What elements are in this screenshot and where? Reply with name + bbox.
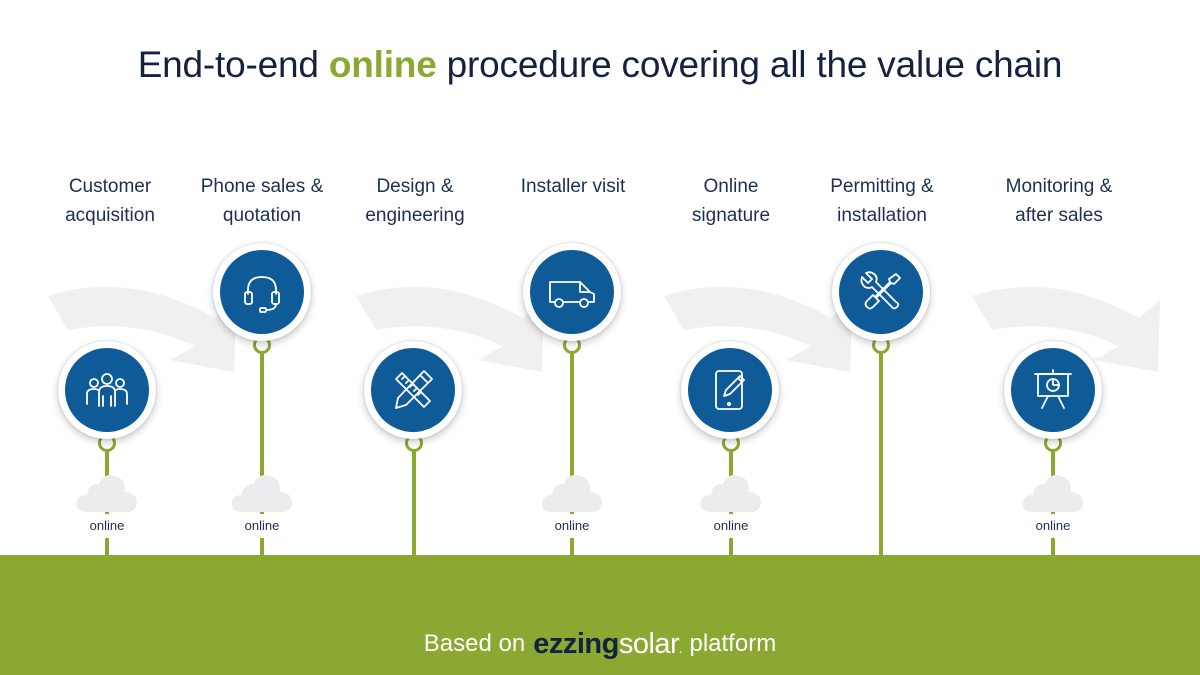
- step-badge-permitting-installation: [832, 243, 930, 341]
- step-label-phone-sales: Phone sales &quotation: [200, 176, 324, 226]
- timeline-stem-3: [412, 444, 416, 556]
- online-label: online: [75, 514, 139, 538]
- timeline-stem-6: [879, 346, 883, 556]
- arrow-shape-4: [972, 286, 1160, 372]
- timeline-stem-2: [260, 346, 264, 556]
- step-label-installer-visit: Installer visit: [520, 176, 626, 197]
- cloud-icon: [1022, 475, 1083, 512]
- people-group-icon: [86, 373, 128, 407]
- van-icon: [549, 281, 595, 308]
- title-part2: procedure covering all the value chain: [436, 44, 1063, 85]
- title-part1: End-to-end: [137, 44, 329, 85]
- online-label: online: [230, 514, 294, 538]
- online-label: online: [699, 514, 763, 538]
- online-label: online: [540, 514, 604, 538]
- timeline-stem-4: [570, 346, 574, 556]
- step-badge-installer-visit: [523, 243, 621, 341]
- step-badge-design-engineering: [364, 341, 462, 439]
- step-badge-online-signature: [681, 341, 779, 439]
- cloud-icon: [231, 475, 292, 512]
- step-label-permitting-installation: Permitting &installation: [830, 176, 934, 226]
- step-badge-phone-sales: [213, 243, 311, 341]
- footer-suffix: platform: [689, 630, 777, 657]
- pencil-ruler-icon: [395, 370, 433, 409]
- footer-prefix: Based on: [423, 630, 526, 657]
- online-label: online: [1021, 514, 1085, 538]
- ezzingsolar-logo: ezzingsolar.: [533, 628, 682, 660]
- headset-icon: [244, 276, 280, 313]
- footer-band: [0, 555, 1200, 675]
- cloud-icon: [76, 475, 137, 512]
- tools-icon: [860, 271, 901, 310]
- cloud-icon: [700, 475, 761, 512]
- step-badge-monitoring: [1004, 341, 1102, 439]
- step-label-monitoring: Monitoring &after sales: [1005, 176, 1113, 226]
- title-highlight: online: [328, 44, 437, 85]
- step-label-design-engineering: Design &engineering: [365, 176, 465, 226]
- tablet-pen-icon: [715, 370, 745, 410]
- arrow-shape-3: [664, 286, 852, 372]
- arrow-shape-2: [356, 286, 544, 372]
- footer-caption: Based on ezzingsolar. platform: [0, 626, 1200, 660]
- page-title: End-to-end online procedure covering all…: [0, 44, 1200, 86]
- presentation-chart-icon: [1034, 369, 1072, 409]
- arrow-shape-1: [48, 286, 236, 372]
- step-badge-customer-acquisition: [58, 341, 156, 439]
- cloud-icon: [541, 475, 602, 512]
